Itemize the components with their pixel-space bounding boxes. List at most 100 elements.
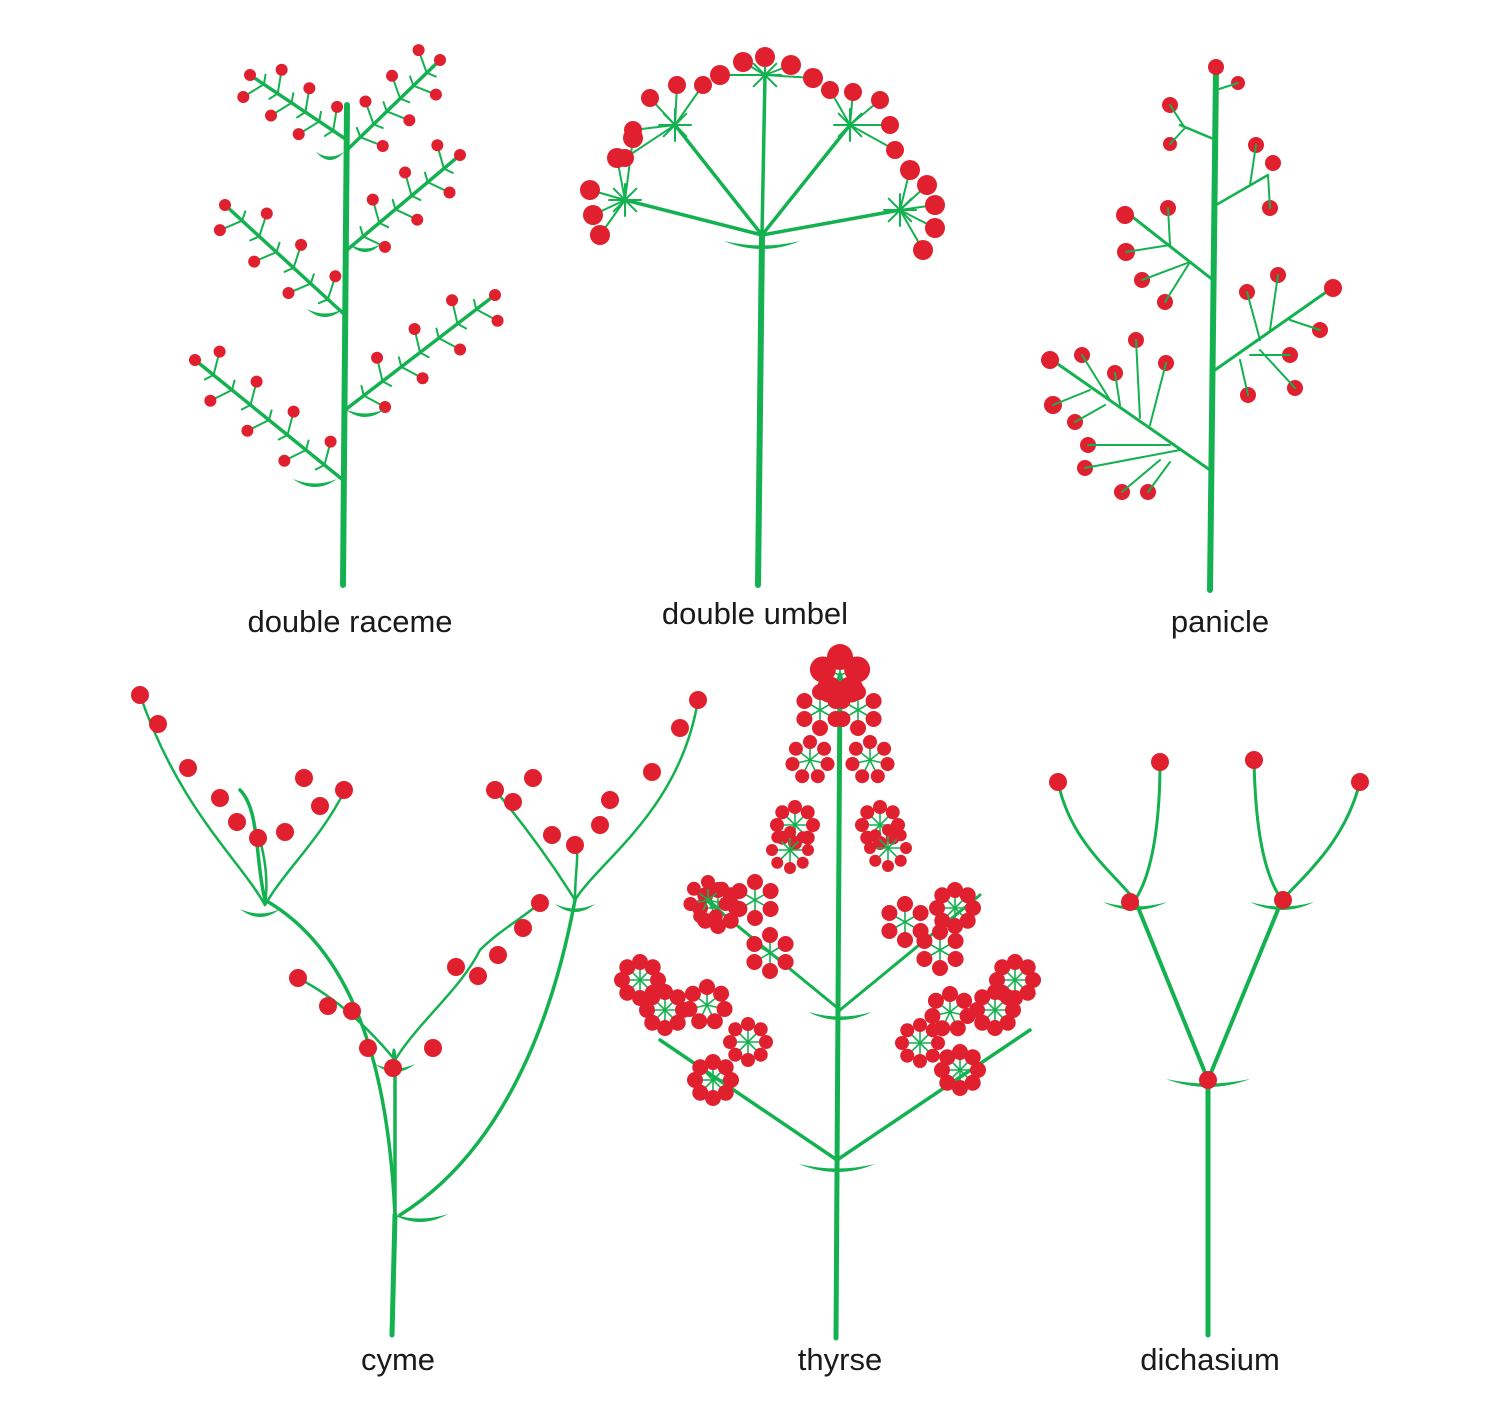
flower bbox=[343, 1002, 361, 1020]
bract bbox=[442, 167, 454, 174]
bract bbox=[203, 374, 215, 381]
flower bbox=[762, 883, 779, 899]
flower bbox=[706, 1013, 723, 1030]
branch bbox=[835, 1028, 1032, 1162]
flower bbox=[248, 255, 261, 268]
flower bbox=[639, 1002, 655, 1018]
flower bbox=[408, 322, 421, 335]
flower bbox=[785, 757, 800, 772]
flower bbox=[131, 686, 149, 704]
flower bbox=[359, 1039, 377, 1057]
pedicel bbox=[1269, 274, 1279, 331]
flower bbox=[179, 759, 197, 777]
bract bbox=[662, 124, 676, 138]
flower bbox=[897, 896, 913, 912]
flower bbox=[149, 715, 167, 733]
flower bbox=[844, 83, 862, 101]
flower bbox=[189, 354, 201, 366]
flower bbox=[965, 900, 981, 916]
flower bbox=[671, 719, 689, 737]
flower bbox=[1041, 351, 1059, 369]
flower bbox=[929, 900, 945, 916]
bract bbox=[240, 404, 252, 411]
flower bbox=[319, 997, 337, 1015]
flower bbox=[820, 757, 835, 772]
bract bbox=[456, 322, 468, 330]
flower bbox=[489, 946, 507, 964]
thyrse-drawing bbox=[614, 644, 1041, 1341]
flower bbox=[925, 1023, 940, 1038]
branch bbox=[345, 153, 462, 252]
ray bbox=[624, 124, 676, 159]
flower bbox=[916, 951, 933, 967]
flower bbox=[952, 1080, 968, 1096]
flower bbox=[812, 684, 828, 700]
bract bbox=[359, 225, 365, 238]
flower bbox=[865, 693, 882, 709]
flower bbox=[855, 818, 869, 832]
flower bbox=[877, 741, 892, 756]
flower bbox=[897, 932, 913, 948]
flower bbox=[741, 1017, 755, 1031]
pedicel bbox=[1239, 359, 1249, 396]
flower bbox=[303, 82, 316, 95]
branch bbox=[1128, 213, 1215, 282]
branch bbox=[1133, 898, 1210, 1082]
flower bbox=[716, 1001, 733, 1018]
flower bbox=[295, 769, 313, 787]
flower bbox=[788, 741, 803, 756]
bract bbox=[262, 73, 267, 86]
flower bbox=[601, 791, 619, 809]
branch bbox=[493, 788, 577, 902]
bract bbox=[290, 92, 295, 104]
flower bbox=[747, 910, 763, 926]
flower bbox=[624, 121, 642, 139]
flower bbox=[741, 1053, 755, 1067]
pedicel bbox=[1147, 461, 1171, 493]
flower bbox=[932, 924, 948, 940]
pedicel bbox=[1169, 104, 1186, 129]
flower bbox=[939, 1049, 956, 1066]
pedicel bbox=[1164, 261, 1191, 303]
flower bbox=[821, 81, 839, 99]
flower bbox=[1351, 773, 1369, 791]
bract bbox=[307, 309, 343, 317]
flower bbox=[486, 781, 504, 799]
flower bbox=[514, 919, 532, 937]
bract bbox=[472, 298, 478, 311]
branch bbox=[573, 698, 700, 902]
bract bbox=[887, 197, 901, 211]
flower bbox=[947, 933, 964, 949]
flower bbox=[746, 936, 763, 952]
flower bbox=[809, 656, 836, 683]
flower bbox=[900, 842, 912, 854]
flower bbox=[1199, 1071, 1217, 1089]
panel-double-raceme: double raceme bbox=[150, 30, 550, 650]
flower bbox=[237, 90, 250, 103]
flower bbox=[335, 781, 353, 799]
flower bbox=[864, 842, 876, 854]
bract bbox=[808, 1012, 872, 1020]
flower bbox=[900, 1048, 915, 1063]
flower bbox=[384, 1059, 402, 1077]
double-raceme-drawing bbox=[189, 44, 504, 588]
bract bbox=[662, 112, 676, 126]
flower bbox=[932, 960, 948, 976]
bract bbox=[314, 464, 326, 471]
flower bbox=[424, 1039, 442, 1057]
flower bbox=[870, 769, 885, 784]
flower bbox=[812, 720, 828, 736]
pedicel bbox=[1259, 349, 1296, 389]
bract bbox=[837, 112, 851, 126]
flower bbox=[311, 797, 329, 815]
flower bbox=[1151, 753, 1169, 771]
flower bbox=[244, 69, 256, 81]
flower bbox=[219, 199, 231, 211]
flower bbox=[504, 793, 522, 811]
flower bbox=[211, 789, 229, 807]
flower bbox=[329, 270, 342, 283]
caption-double-raceme: double raceme bbox=[247, 604, 453, 639]
flower bbox=[715, 881, 730, 896]
branch bbox=[658, 1038, 839, 1162]
